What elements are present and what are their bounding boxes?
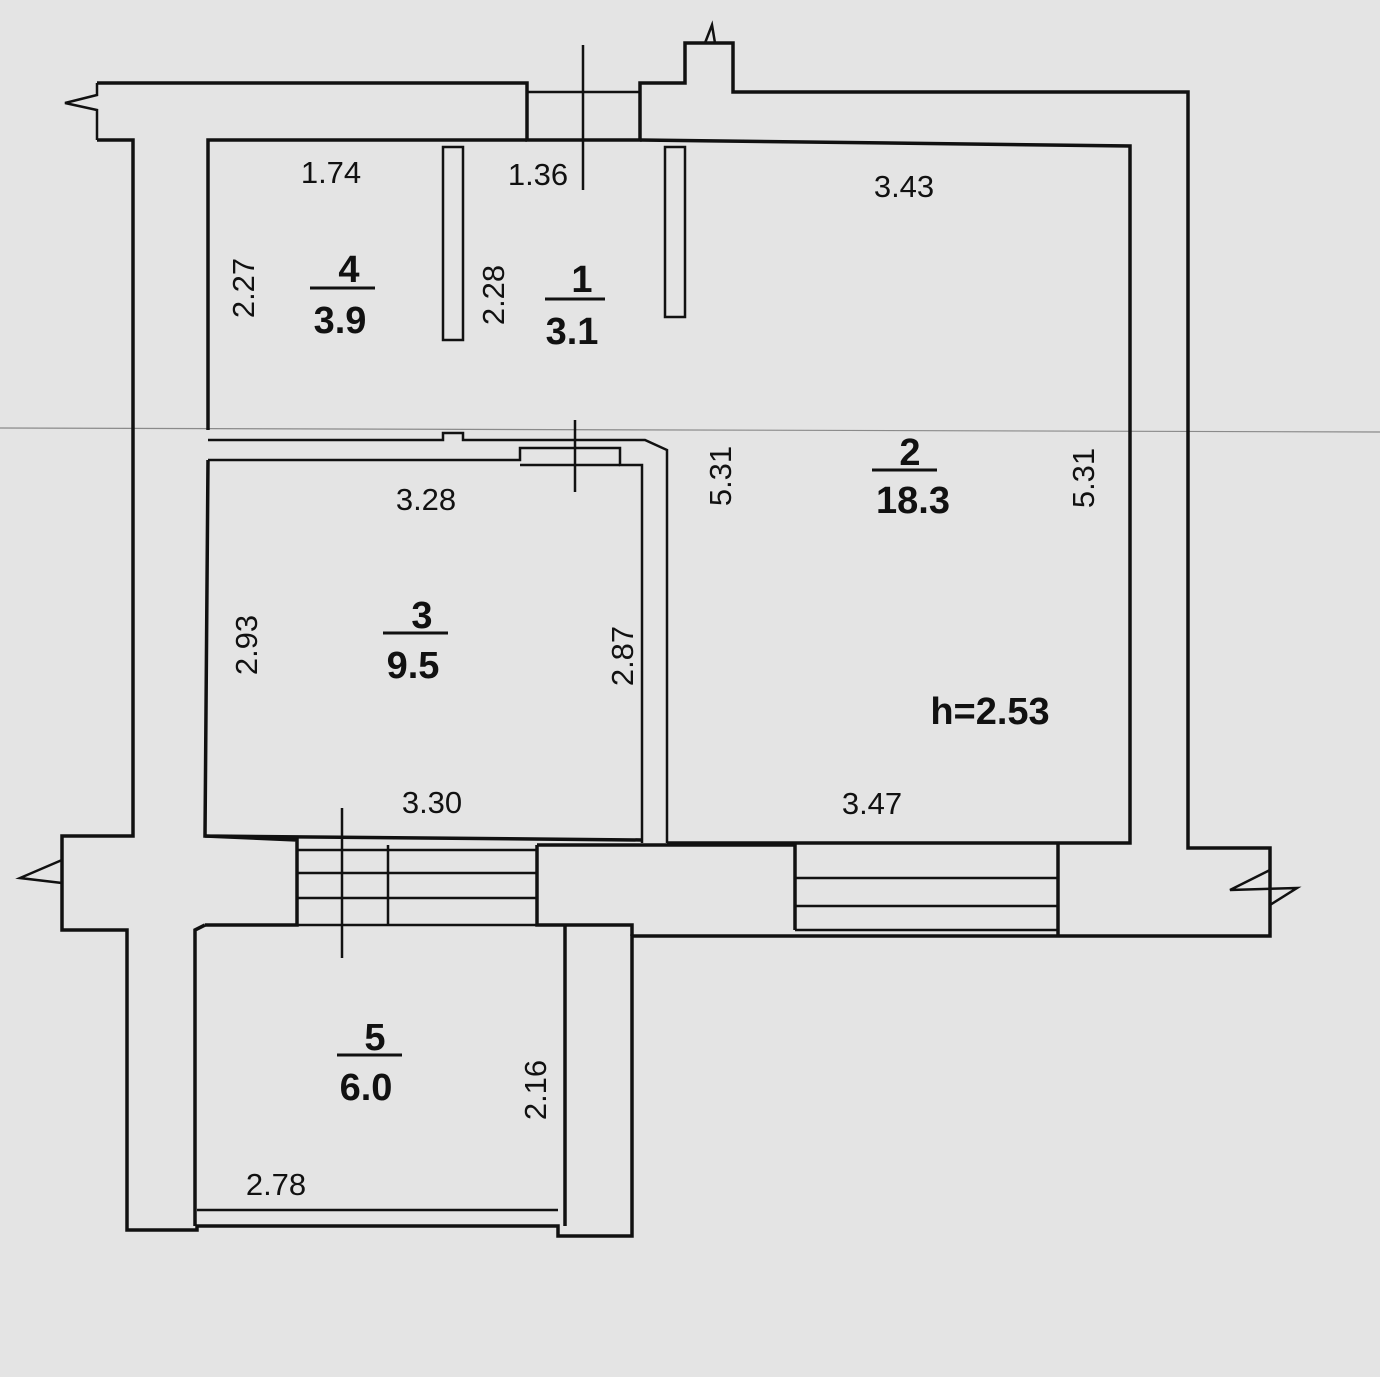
exterior-wall-outer [60,41,1272,1238]
dim-room4-top: 1.74 [301,155,361,190]
room-5-number: 5 [364,1017,385,1059]
partition-room3-top [208,431,669,843]
partition-room4-room1 [441,145,465,342]
inner-wall-top-right [639,138,1132,845]
room-4-number: 4 [338,249,359,291]
wall-break-mark-right [1229,868,1302,907]
dim-room1-side: 2.28 [476,265,511,325]
dim-room5-side: 2.16 [518,1060,553,1120]
room-4-label: 4 3.9 [310,249,375,342]
room-1-number: 1 [571,259,592,301]
dim-room4-side: 2.27 [226,258,261,318]
wall-break-mark-left [15,858,63,885]
room-5-label: 5 6.0 [337,1017,402,1109]
wall-block-middle [204,834,299,927]
partition-room3-top-inner [208,446,644,843]
room-3-area: 9.5 [387,645,440,687]
room-2-number: 2 [899,432,920,474]
dim-room2-bottom: 3.47 [842,786,902,821]
room-5-area: 6.0 [340,1067,393,1109]
wall-block-middle-right [535,845,634,936]
dim-room2-right: 5.31 [1066,448,1101,508]
ceiling-height-label: h=2.53 [930,691,1049,733]
room-3-number: 3 [411,595,432,637]
dim-room2-top: 3.43 [874,169,934,204]
dim-room3-top: 3.28 [396,482,456,517]
room-2-area: 18.3 [876,480,950,522]
dim-room3-right: 2.87 [605,626,640,686]
dim-room3-bottom: 3.30 [402,785,462,820]
room5-walls [193,923,206,1226]
dim-room3-left: 2.93 [229,615,264,675]
wall-break-mark-top-left [64,83,99,140]
room-1-area: 3.1 [546,311,599,353]
wall-break-mark-top [703,20,717,44]
room-2-label: 2 18.3 [872,432,950,522]
dim-room5-bottom: 2.78 [246,1167,306,1202]
paper-fold-line [0,427,1380,433]
inner-wall-top [206,138,527,430]
wall-block-center [537,843,797,930]
partition-stub-room1 [663,145,687,319]
dim-room1-top: 1.36 [508,157,568,192]
room-1-label: 1 3.1 [545,259,605,353]
room-4-area: 3.9 [314,300,367,342]
room-3-label: 3 9.5 [383,595,448,687]
dim-room2-left: 5.31 [703,446,738,506]
